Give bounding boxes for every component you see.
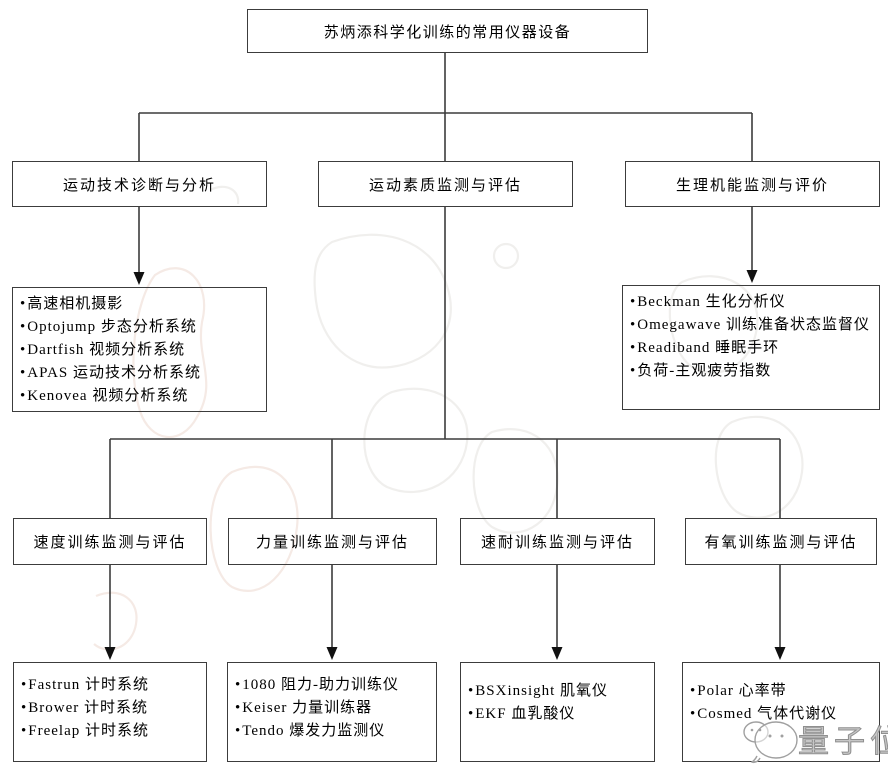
list-physiology-equipment: Beckman 生化分析仪Omegawave 训练准备状态监督仪Readiban… — [622, 285, 880, 410]
list-strength-equipment: 1080 阻力-助力训练仪Keiser 力量训练器Tendo 爆发力监测仪 — [227, 662, 437, 762]
node-speed-training: 速度训练监测与评估 — [13, 518, 207, 565]
cloud-mascot-icon — [743, 721, 798, 764]
node-root-title: 苏炳添科学化训练的常用仪器设备 — [247, 9, 648, 53]
list-item: EKF 血乳酸仪 — [468, 703, 650, 726]
list-item: BSXinsight 肌氧仪 — [468, 680, 650, 703]
list-aerobic-equipment: Polar 心率带Cosmed 气体代谢仪 — [682, 662, 880, 762]
list-item: 负荷-主观疲劳指数 — [630, 360, 875, 383]
list-item: Omegawave 训练准备状态监督仪 — [630, 314, 875, 337]
node-aerobic-training: 有氧训练监测与评估 — [685, 518, 877, 565]
node-technique-diagnosis: 运动技术诊断与分析 — [12, 161, 267, 207]
list-item: Fastrun 计时系统 — [21, 674, 202, 697]
list-technique-equipment: 高速相机摄影Optojump 步态分析系统Dartfish 视频分析系统APAS… — [12, 287, 267, 412]
list-item: APAS 运动技术分析系统 — [20, 362, 262, 385]
list-item: 1080 阻力-助力训练仪 — [235, 674, 432, 697]
list-item: Beckman 生化分析仪 — [630, 291, 875, 314]
list-speed-endurance-equipment: BSXinsight 肌氧仪EKF 血乳酸仪 — [460, 662, 655, 762]
brand-watermark-text: 量子位 — [798, 724, 888, 760]
list-item: Optojump 步态分析系统 — [20, 316, 262, 339]
list-item: Keiser 力量训练器 — [235, 697, 432, 720]
list-item: Brower 计时系统 — [21, 697, 202, 720]
list-item: Tendo 爆发力监测仪 — [235, 720, 432, 743]
list-item: Kenovea 视频分析系统 — [20, 385, 262, 408]
list-item: Polar 心率带 — [690, 680, 875, 703]
list-speed-equipment: Fastrun 计时系统Brower 计时系统Freelap 计时系统 — [13, 662, 207, 762]
list-item: Freelap 计时系统 — [21, 720, 202, 743]
list-item: Readiband 睡眠手环 — [630, 337, 875, 360]
node-physiology-monitoring: 生理机能监测与评价 — [625, 161, 880, 207]
node-strength-training: 力量训练监测与评估 — [228, 518, 437, 565]
node-quality-monitoring: 运动素质监测与评估 — [318, 161, 573, 207]
list-item: 高速相机摄影 — [20, 293, 262, 316]
list-item: Cosmed 气体代谢仪 — [690, 703, 875, 726]
list-item: Dartfish 视频分析系统 — [20, 339, 262, 362]
node-speed-endurance-training: 速耐训练监测与评估 — [460, 518, 655, 565]
brand-watermark: 量子位 — [740, 708, 888, 768]
